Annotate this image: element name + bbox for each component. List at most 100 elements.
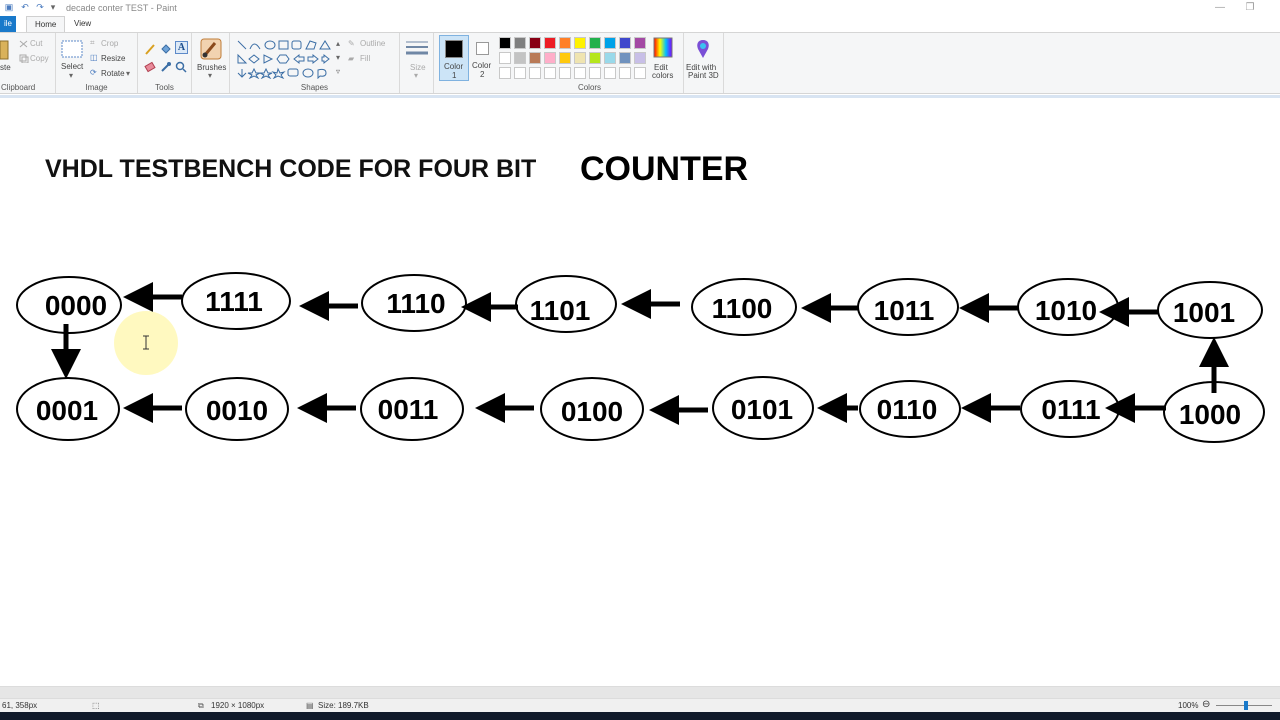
zoom-out-button[interactable]: ⊖ xyxy=(1202,699,1211,710)
file-size: Size: 189.7KB xyxy=(318,701,369,710)
shapes-gallery-icon[interactable] xyxy=(236,39,340,79)
palette-swatch[interactable] xyxy=(589,52,601,64)
size-group: Size ▾ xyxy=(400,33,434,93)
palette-swatch[interactable] xyxy=(634,67,646,79)
pencil-icon[interactable] xyxy=(144,43,156,55)
edit-colors-icon[interactable] xyxy=(653,37,673,59)
palette-swatch[interactable] xyxy=(559,67,571,79)
brushes-icon[interactable] xyxy=(199,37,223,61)
paint3d-label-2[interactable]: Paint 3D xyxy=(688,71,719,80)
palette-swatch[interactable] xyxy=(499,52,511,64)
restore-button[interactable]: ❐ xyxy=(1245,2,1255,13)
state-label: 0100 xyxy=(561,396,623,427)
eraser-icon[interactable] xyxy=(144,61,156,73)
palette-swatch[interactable] xyxy=(574,52,586,64)
edit-colors-label[interactable]: Edit xyxy=(654,63,668,72)
rotate-button[interactable]: Rotate xyxy=(101,69,125,78)
palette-swatch[interactable] xyxy=(589,67,601,79)
color1-button[interactable]: Color 1 xyxy=(439,35,469,81)
outline-button[interactable]: Outline xyxy=(360,39,386,48)
state-label: 1110 xyxy=(386,288,445,319)
copy-icon xyxy=(19,54,29,63)
crop-button[interactable]: Crop xyxy=(101,39,119,48)
tab-file[interactable]: ile xyxy=(0,16,17,32)
palette-swatch[interactable] xyxy=(529,67,541,79)
palette-swatch[interactable] xyxy=(604,52,616,64)
colors-group: Edit colors Colors xyxy=(496,33,684,93)
color-picker-icon[interactable] xyxy=(160,61,172,73)
state-ellipse xyxy=(712,376,814,440)
paint3d-group: Edit with Paint 3D xyxy=(684,33,724,93)
palette-swatch[interactable] xyxy=(619,67,631,79)
palette-swatch[interactable] xyxy=(559,52,571,64)
palette-swatch[interactable] xyxy=(514,52,526,64)
file-size-icon: ▤ xyxy=(306,701,314,710)
save-icon[interactable]: ▣ xyxy=(4,2,14,12)
state-label: 0001 xyxy=(36,395,98,426)
canvas-drawing: VHDL TESTBENCH CODE FOR FOUR BIT COUNTER… xyxy=(16,150,1265,443)
resize-button[interactable]: Resize xyxy=(101,54,126,63)
palette-swatch[interactable] xyxy=(634,37,646,49)
size-button[interactable]: Size xyxy=(410,63,426,72)
state-ellipse xyxy=(185,377,289,441)
palette-swatch[interactable] xyxy=(619,52,631,64)
brushes-button[interactable]: Brushes xyxy=(197,63,227,72)
fill-bucket-icon[interactable] xyxy=(160,43,172,55)
select-icon[interactable] xyxy=(61,40,83,60)
text-tool-icon[interactable]: A xyxy=(175,41,188,54)
palette-swatch[interactable] xyxy=(634,52,646,64)
palette-swatch[interactable] xyxy=(589,37,601,49)
palette-swatch[interactable] xyxy=(619,37,631,49)
palette-swatch[interactable] xyxy=(604,67,616,79)
minimize-button[interactable]: — xyxy=(1215,2,1225,13)
palette-swatch[interactable] xyxy=(559,37,571,49)
paint3d-icon[interactable] xyxy=(694,38,712,60)
palette-swatch[interactable] xyxy=(574,67,586,79)
paste-icon[interactable] xyxy=(0,39,10,61)
size-lines-icon[interactable] xyxy=(406,39,428,59)
state-label: 0111 xyxy=(1041,394,1100,425)
shapes-expand-icon[interactable]: ▿ xyxy=(336,67,341,76)
palette-swatch[interactable] xyxy=(529,37,541,49)
cut-button[interactable]: Cut xyxy=(30,39,43,48)
palette-swatch[interactable] xyxy=(544,37,556,49)
colors-group-label: Colors xyxy=(577,83,602,92)
paint3d-label-1[interactable]: Edit with xyxy=(686,63,717,72)
magnifier-icon[interactable] xyxy=(175,61,187,73)
rotate-dropdown-icon[interactable]: ▾ xyxy=(126,69,131,78)
undo-icon[interactable]: ↶ xyxy=(21,2,29,12)
shapes-scroll-up-icon[interactable]: ▴ xyxy=(336,39,341,48)
palette-swatch[interactable] xyxy=(574,37,586,49)
zoom-slider-thumb[interactable] xyxy=(1244,701,1248,710)
size-dropdown-icon[interactable]: ▾ xyxy=(414,71,419,80)
brushes-group: Brushes ▾ xyxy=(192,33,230,93)
state-label: 0110 xyxy=(877,394,938,425)
edit-colors-label-2[interactable]: colors xyxy=(652,71,674,80)
copy-button[interactable]: Copy xyxy=(30,54,49,63)
fill-button[interactable]: Fill xyxy=(360,54,371,63)
drawing-canvas[interactable]: VHDL TESTBENCH CODE FOR FOUR BIT COUNTER… xyxy=(0,98,1280,688)
palette-swatch[interactable] xyxy=(544,67,556,79)
palette-swatch[interactable] xyxy=(499,37,511,49)
paste-label[interactable]: ste xyxy=(0,63,11,72)
state-ellipse xyxy=(515,275,617,333)
redo-icon[interactable]: ↷ xyxy=(36,2,44,12)
state-label: 1011 xyxy=(874,295,935,326)
shapes-scroll-down-icon[interactable]: ▾ xyxy=(336,53,341,62)
palette-swatch[interactable] xyxy=(604,37,616,49)
customize-quick-access-icon[interactable]: ▾ xyxy=(50,2,56,12)
palette-swatch[interactable] xyxy=(544,52,556,64)
tab-home[interactable]: Home xyxy=(26,16,66,32)
palette-swatch[interactable] xyxy=(499,67,511,79)
window-title: decade conter TEST - Paint xyxy=(66,3,177,13)
color2-button[interactable]: Color 2 xyxy=(470,35,496,81)
state-label: 1101 xyxy=(530,295,591,326)
select-button[interactable]: Select xyxy=(61,62,84,71)
select-dropdown-icon[interactable]: ▾ xyxy=(69,71,74,80)
palette-swatch[interactable] xyxy=(529,52,541,64)
horizontal-scrollbar[interactable] xyxy=(0,686,1280,698)
tab-view[interactable]: View xyxy=(74,19,92,28)
palette-swatch[interactable] xyxy=(514,37,526,49)
palette-swatch[interactable] xyxy=(514,67,526,79)
brushes-dropdown-icon[interactable]: ▾ xyxy=(208,71,213,80)
